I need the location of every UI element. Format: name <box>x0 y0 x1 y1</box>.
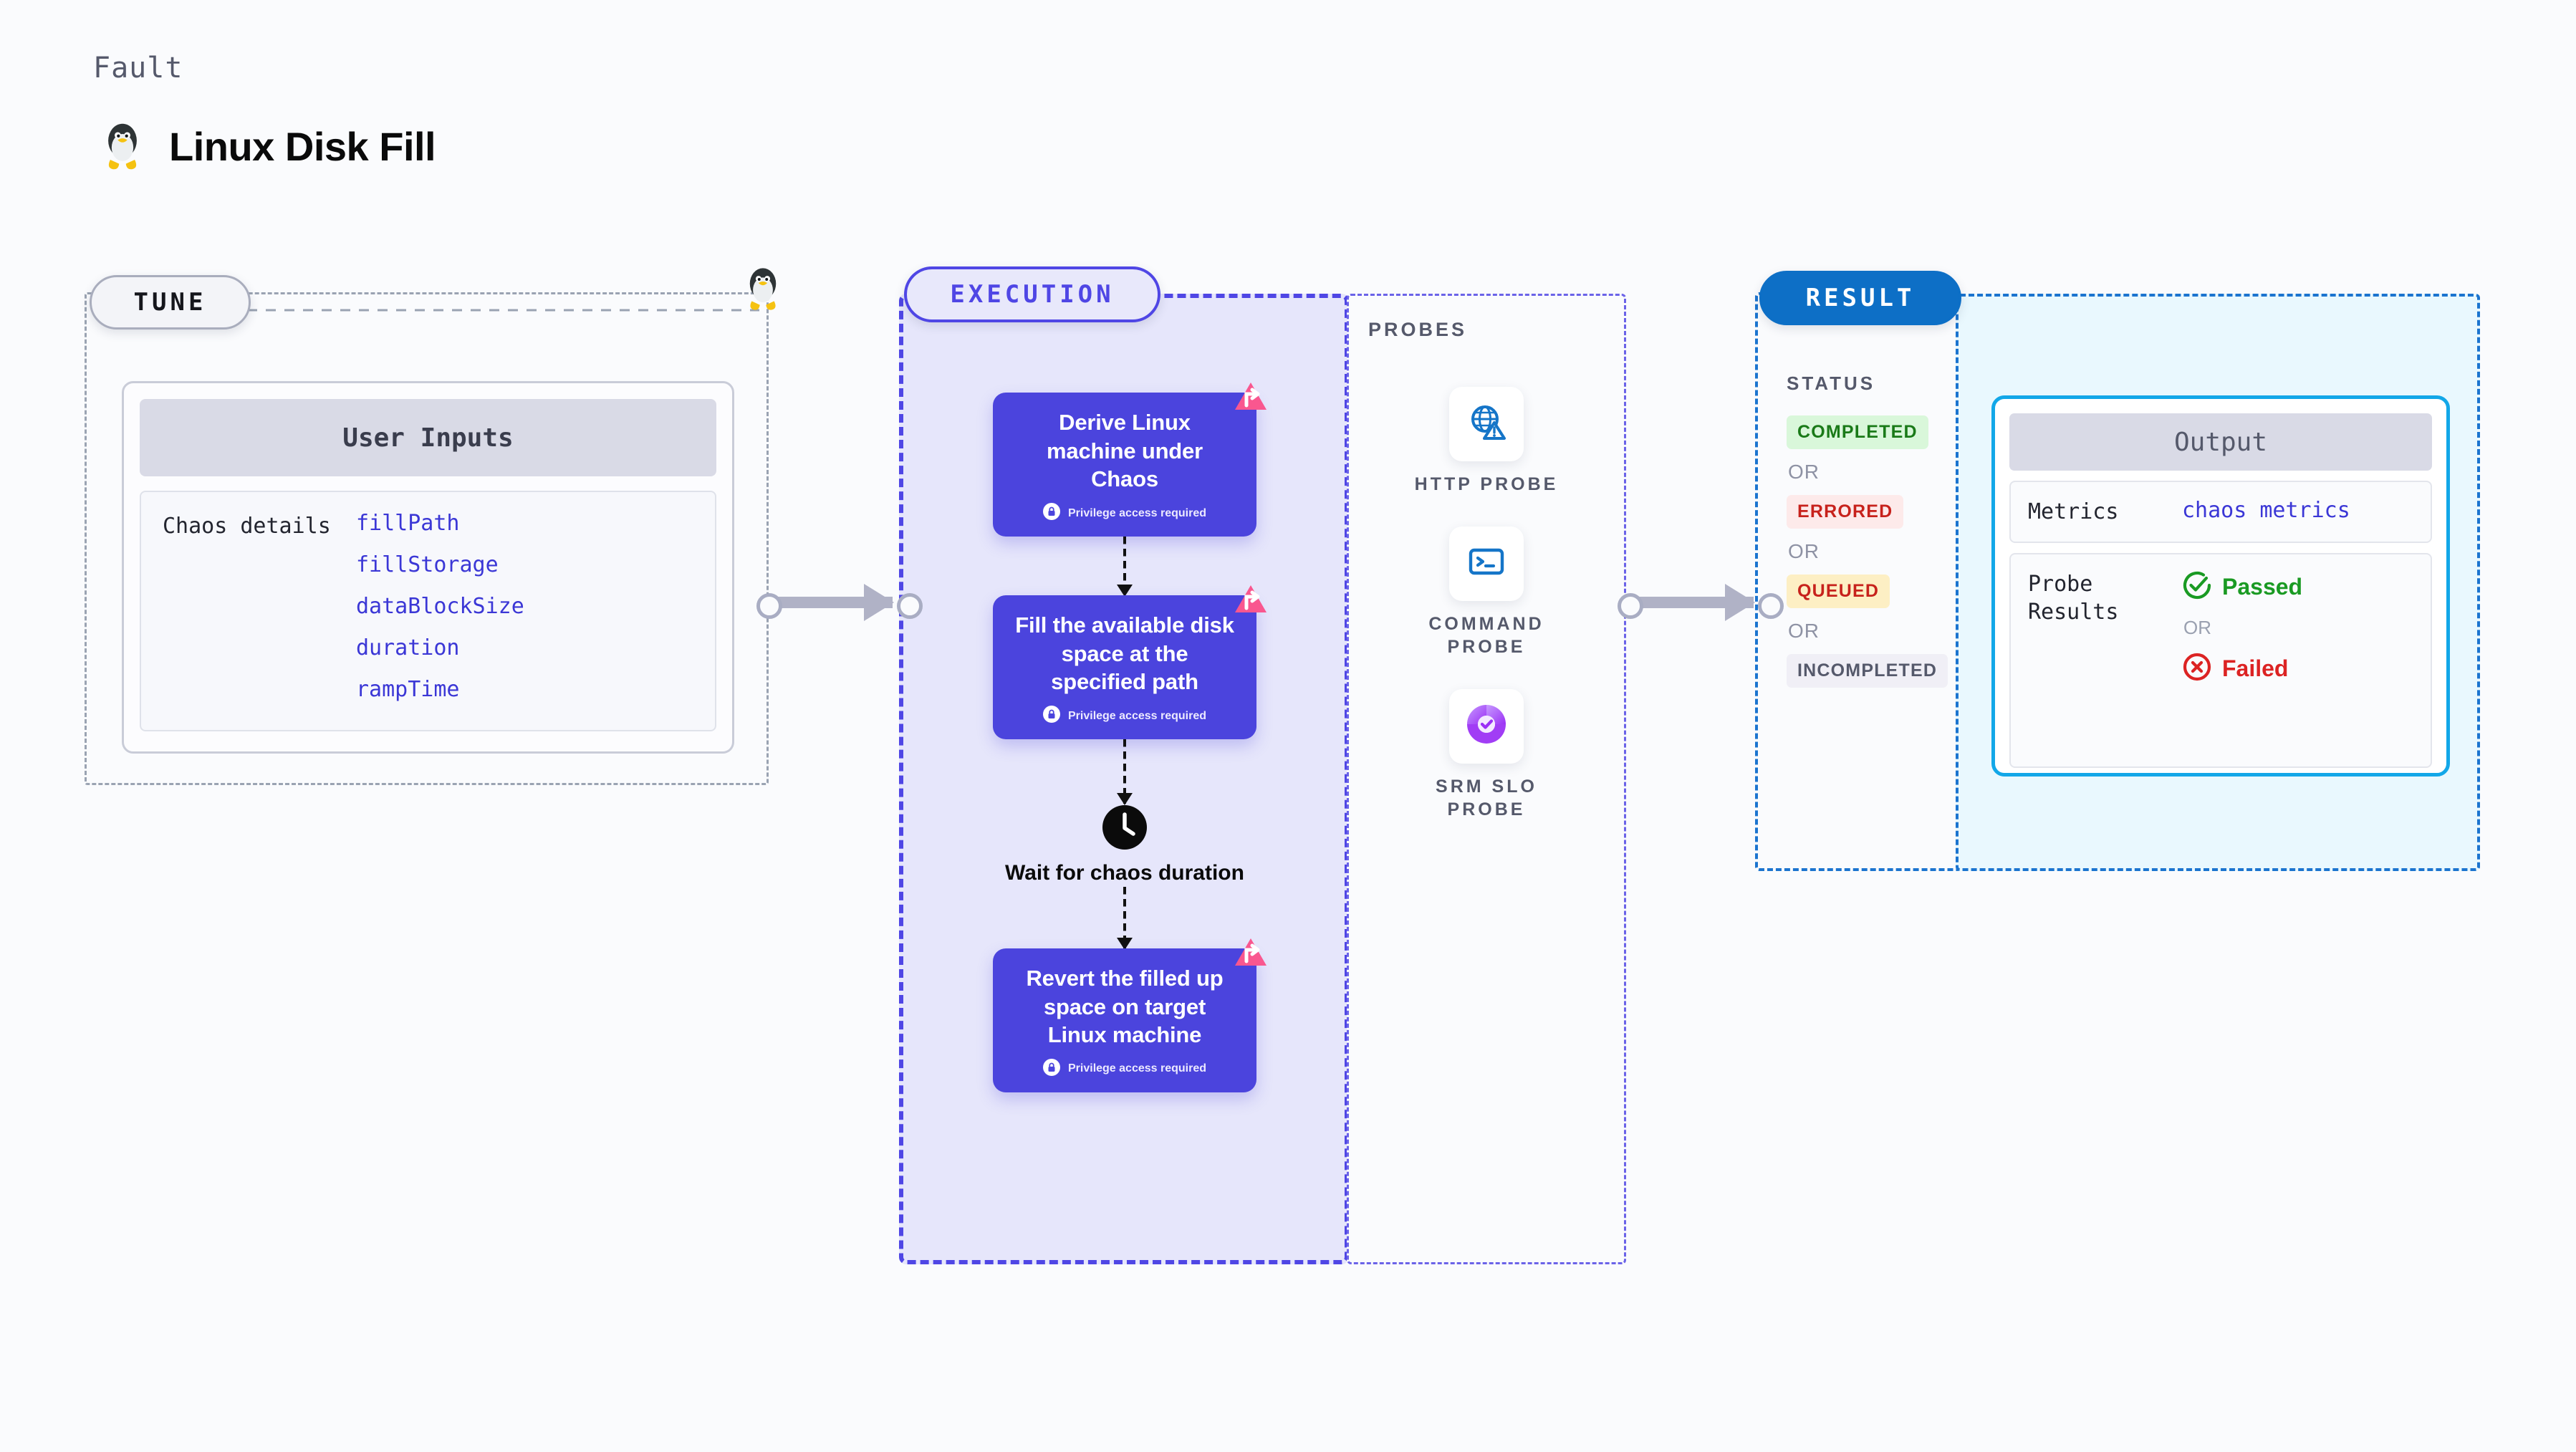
output-probe-results-row: Probe Results Passed OR <box>2009 553 2432 768</box>
flow-arrow-2 <box>1117 739 1133 806</box>
status-section-title: STATUS <box>1787 372 1876 394</box>
status-options-list: COMPLETED OR ERRORED OR QUEUED OR INCOMP… <box>1787 415 1948 688</box>
probes-section-title: PROBES <box>1368 319 1468 340</box>
status-or-2: OR <box>1788 540 1820 562</box>
tune-region <box>85 292 769 785</box>
connector-probes-to-result <box>1618 584 1786 621</box>
probe-item-command[interactable]: COMMAND PROBE <box>1404 526 1569 659</box>
param-fillstorage[interactable]: fillStorage <box>356 552 499 577</box>
execution-step-2[interactable]: Fill the available disk space at the spe… <box>993 585 1267 740</box>
param-ramptime[interactable]: rampTime <box>356 677 460 702</box>
param-duration[interactable]: duration <box>356 635 460 660</box>
verdict-or: OR <box>2183 617 2211 638</box>
slo-donut-check-icon <box>1464 702 1509 750</box>
probe-item-srm-slo[interactable]: SRM SLO PROBE <box>1404 688 1569 822</box>
probe-results-key-label: Probe Results <box>2028 572 2119 625</box>
wait-for-duration-label: Wait for chaos duration <box>1005 861 1244 885</box>
terminal-prompt-icon <box>1466 541 1507 586</box>
command-probe-tile[interactable] <box>1449 526 1524 601</box>
connector-tune-to-execution <box>756 584 925 621</box>
privilege-note-1: Privilege access required <box>1043 503 1206 524</box>
command-probe-label: COMMAND PROBE <box>1428 613 1544 658</box>
execution-step-2-title: Fill the available disk space at the spe… <box>1015 612 1234 695</box>
user-inputs-card: User Inputs Chaos details fillPath fillS… <box>122 381 734 754</box>
flow-arrow-3 <box>1117 886 1133 950</box>
litmus-logo-icon <box>1232 380 1269 417</box>
page-title: Linux Disk Fill <box>169 123 436 169</box>
verdict-failed-label: Failed <box>2222 655 2289 681</box>
verdict-passed: Passed <box>2182 570 2302 604</box>
lock-icon <box>1043 1058 1060 1080</box>
user-inputs-title: User Inputs <box>140 399 716 476</box>
verdict-list: Passed OR Failed <box>2182 570 2302 751</box>
status-or-3: OR <box>1788 620 1820 642</box>
check-circle-icon <box>2182 570 2212 604</box>
output-card: Output Metrics chaos metrics Probe Resul… <box>1991 395 2450 777</box>
srm-slo-probe-tile[interactable] <box>1449 688 1524 764</box>
output-metrics-row: Metrics chaos metrics <box>2009 481 2432 543</box>
status-or-1: OR <box>1788 461 1820 483</box>
execution-flow: Derive Linux machine under Chaos Privile… <box>981 383 1268 1092</box>
status-badge-errored: ERRORED <box>1787 495 1904 529</box>
status-badge-completed: COMPLETED <box>1787 415 1928 449</box>
lock-icon <box>1043 503 1060 524</box>
chaos-parameter-list: fillPath fillStorage dataBlockSize durat… <box>356 511 524 711</box>
litmus-logo-icon <box>1232 936 1269 973</box>
verdict-failed: Failed <box>2182 652 2302 686</box>
tune-header-dash <box>247 309 759 312</box>
lock-icon <box>1043 706 1060 726</box>
execution-step-3[interactable]: Revert the filled up space on target Lin… <box>993 938 1267 1092</box>
wait-for-duration-node: Wait for chaos duration <box>1005 804 1244 887</box>
srm-slo-probe-label: SRM SLO PROBE <box>1436 776 1537 820</box>
execution-step-1[interactable]: Derive Linux machine under Chaos Privile… <box>993 383 1267 537</box>
probes-list: HTTP PROBE COMMAND PROBE <box>1347 387 1626 822</box>
litmus-logo-icon <box>1232 582 1269 620</box>
output-card-title: Output <box>2009 413 2432 471</box>
user-inputs-body: Chaos details fillPath fillStorage dataB… <box>140 491 716 731</box>
metrics-key-label: Metrics <box>2028 499 2119 524</box>
section-pill-execution[interactable]: EXECUTION <box>904 266 1160 322</box>
section-pill-result[interactable]: RESULT <box>1759 271 1961 325</box>
clock-icon <box>1101 804 1148 851</box>
execution-step-3-title: Revert the filled up space on target Lin… <box>1026 965 1224 1048</box>
probe-item-http[interactable]: HTTP PROBE <box>1415 387 1559 496</box>
metrics-value-link[interactable]: chaos metrics <box>2182 498 2350 523</box>
tune-linux-penguin-icon <box>742 265 784 312</box>
fault-title-row: Linux Disk Fill <box>100 120 436 172</box>
param-datablocksize[interactable]: dataBlockSize <box>356 594 524 619</box>
privilege-note-1-text: Privilege access required <box>1068 506 1206 519</box>
status-badge-queued: QUEUED <box>1787 574 1890 608</box>
verdict-passed-label: Passed <box>2222 574 2303 600</box>
http-probe-label: HTTP PROBE <box>1414 474 1559 494</box>
status-badge-incompleted: INCOMPLETED <box>1787 654 1948 688</box>
globe-warning-icon <box>1465 401 1508 448</box>
linux-penguin-icon <box>100 120 145 172</box>
privilege-note-3-text: Privilege access required <box>1068 1062 1206 1075</box>
http-probe-tile[interactable] <box>1448 387 1524 461</box>
privilege-note-3: Privilege access required <box>1043 1058 1206 1080</box>
param-fillpath[interactable]: fillPath <box>356 511 460 536</box>
privilege-note-2: Privilege access required <box>1043 706 1206 726</box>
section-pill-tune[interactable]: TUNE <box>90 275 251 330</box>
execution-step-1-title: Derive Linux machine under Chaos <box>1047 410 1203 492</box>
chaos-details-label: Chaos details <box>163 514 331 539</box>
x-circle-icon <box>2182 652 2212 686</box>
privilege-note-2-text: Privilege access required <box>1068 709 1206 722</box>
flow-arrow-1 <box>1117 537 1133 597</box>
fault-kicker-label: Fault <box>93 52 183 85</box>
